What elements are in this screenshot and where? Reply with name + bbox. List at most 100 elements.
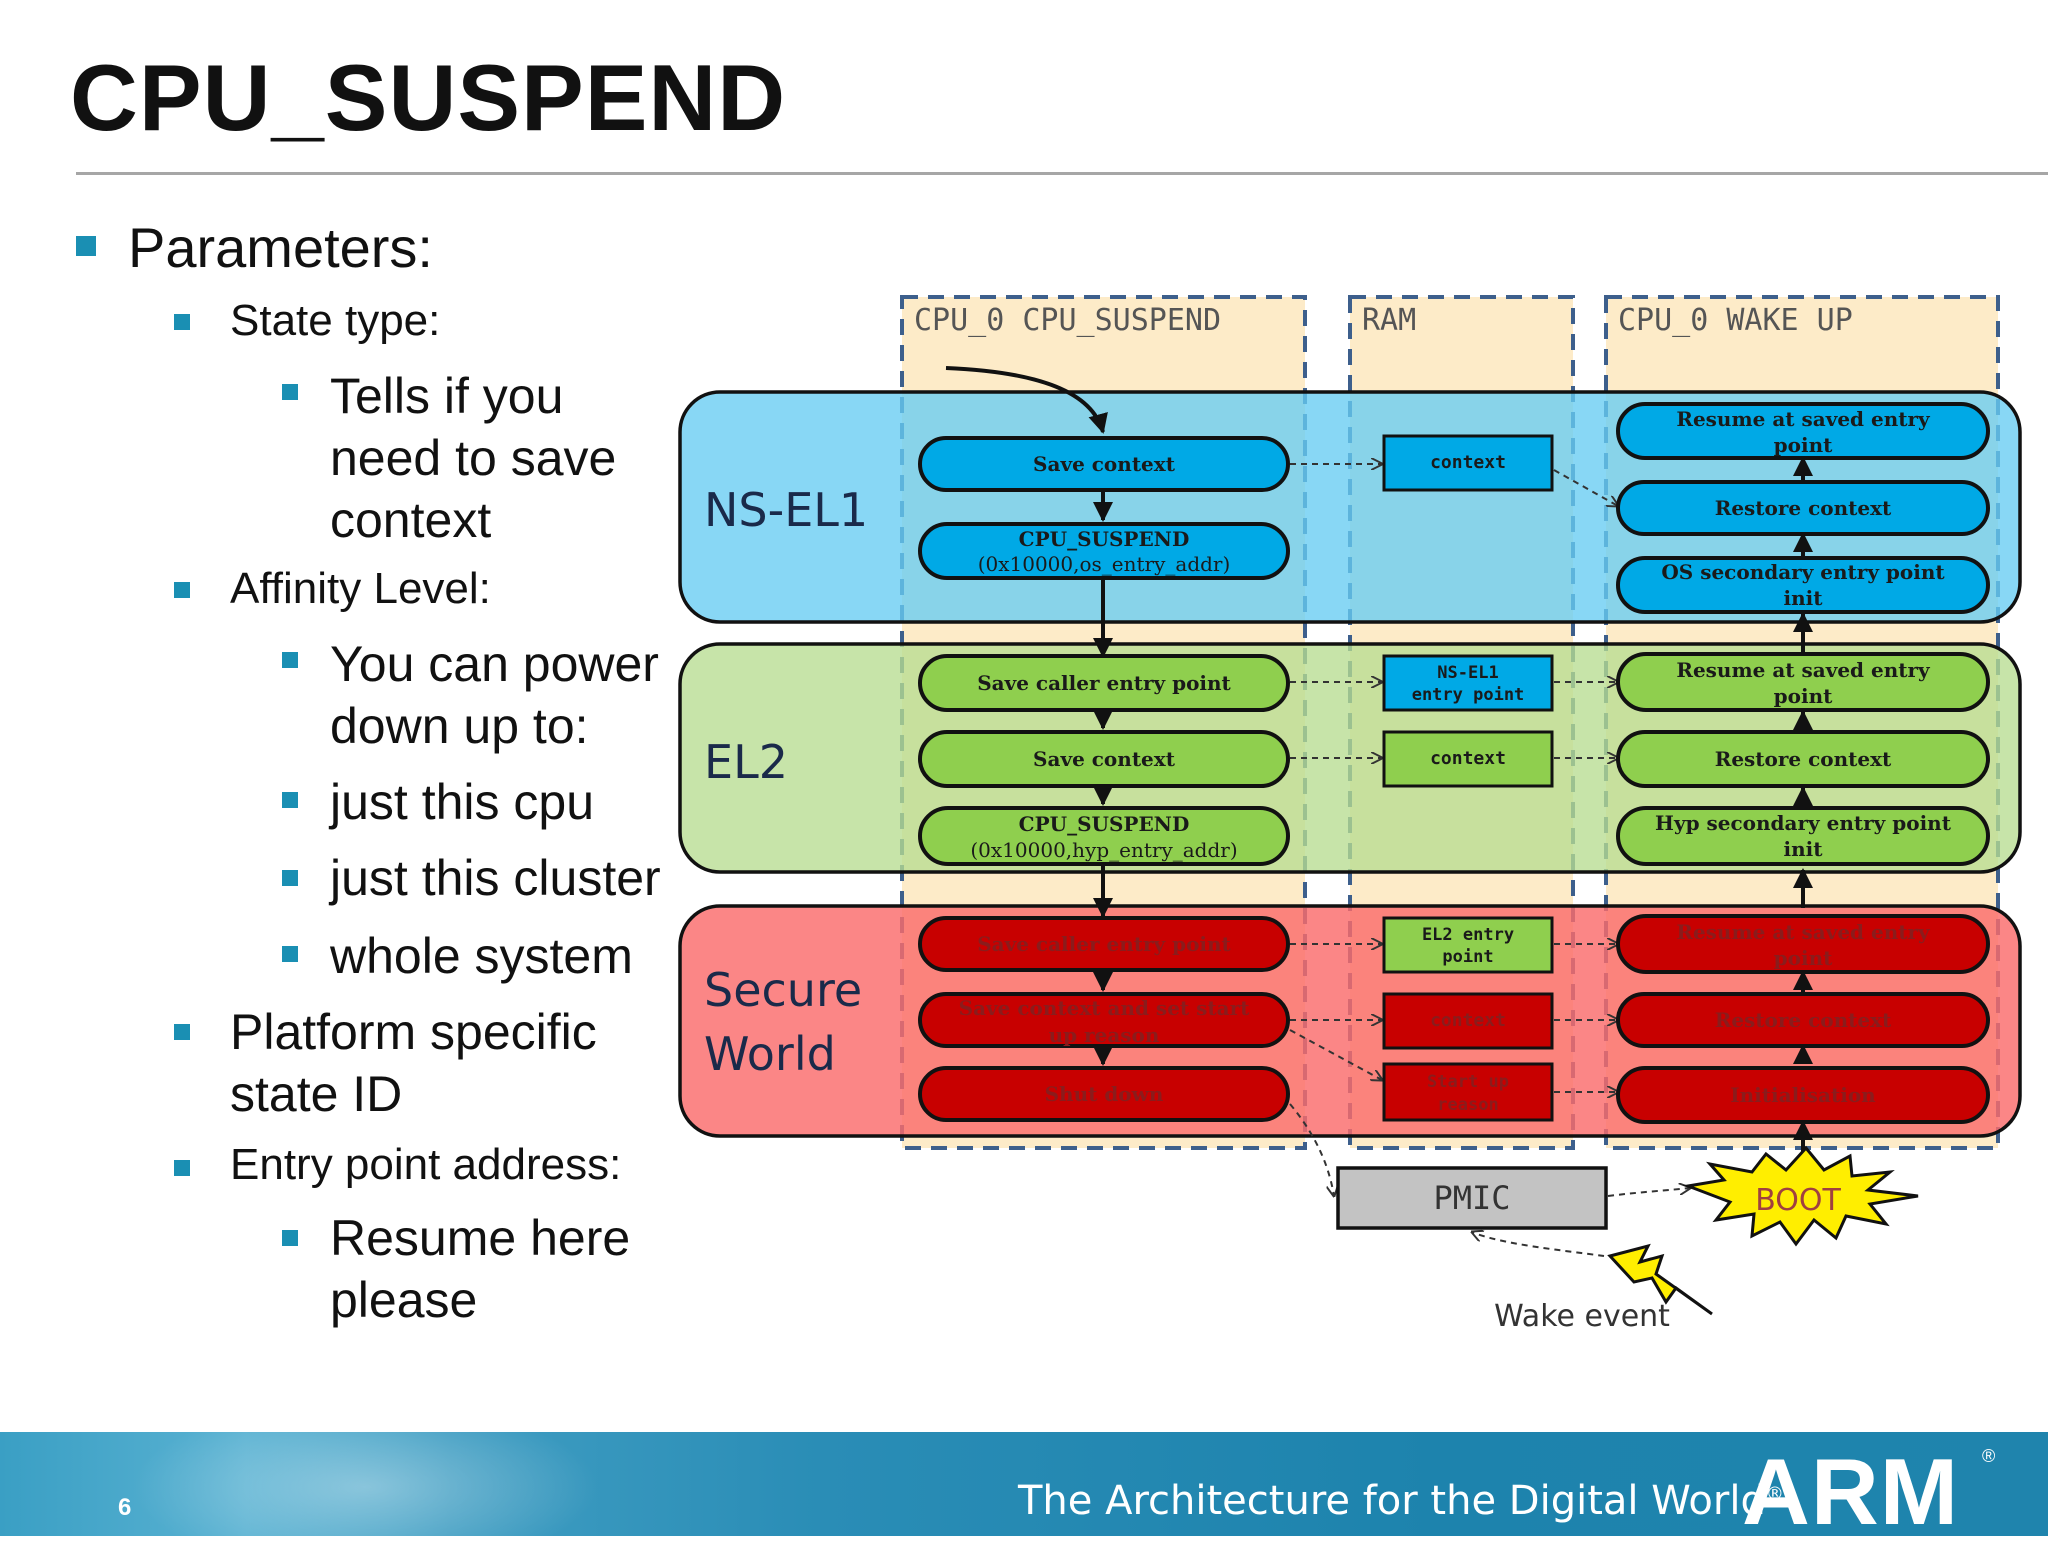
band-label-ns-el1: NS-EL1	[704, 483, 868, 537]
wake-step-label: Initialisation	[1730, 1083, 1876, 1107]
wake-steps-secure: Resume at saved entry point Restore cont…	[1616, 914, 1990, 1124]
bullet-affinity-desc-1: You can power	[330, 636, 659, 692]
suspend-step-label: (0x10000,os_entry_addr)	[978, 552, 1231, 576]
suspend-step	[918, 436, 1290, 492]
suspend-step-label: Save caller entry point	[977, 671, 1231, 695]
footer-swoosh	[130, 1432, 600, 1536]
suspend-step	[918, 806, 1290, 866]
pmic-box	[1336, 1166, 1608, 1230]
wake-step	[1616, 480, 1990, 536]
wake-step-label: init	[1784, 837, 1824, 861]
wake-step	[1616, 806, 1990, 866]
ram-box-label: entry point	[1412, 685, 1525, 705]
ram-box-label: context	[1430, 1010, 1506, 1031]
ram-box	[1382, 916, 1554, 974]
registered-mark: ®	[1765, 1483, 1784, 1505]
bullet-marker	[174, 314, 190, 330]
suspend-step-label: Save context	[1033, 747, 1176, 771]
column-label-cpu-wake: CPU_0 WAKE UP	[1618, 303, 1853, 338]
entry-arrow	[945, 366, 1108, 434]
wake-step	[1616, 556, 1990, 614]
ram-box-label: EL2 entry	[1422, 925, 1514, 945]
column-label-cpu-suspend: CPU_0 CPU_SUSPEND	[914, 303, 1221, 338]
bullet-state-type-desc-2: need to save	[330, 430, 617, 486]
bullet-marker	[282, 384, 298, 400]
ram-box	[1382, 730, 1554, 788]
wake-step	[1616, 402, 1990, 460]
suspend-steps-secure: Save caller entry point Save context and…	[918, 916, 1290, 1122]
suspend-step-label: Save context and set start	[959, 996, 1250, 1020]
wake-step-label: point	[1774, 433, 1833, 457]
suspend-steps-el2: Save caller entry point Save context CPU…	[918, 654, 1290, 866]
ram-box-label: NS-EL1	[1437, 663, 1498, 683]
wake-step	[1616, 992, 1990, 1048]
bullet-affinity-level: Affinity Level:	[230, 564, 491, 613]
wake-step-label: point	[1774, 946, 1833, 970]
wake-step-label: Resume at saved entry	[1676, 407, 1931, 431]
suspend-step	[918, 730, 1290, 788]
ram-box-label: reason	[1437, 1095, 1498, 1115]
bullet-marker	[282, 946, 298, 962]
bullet-affinity-option-cpu: just this cpu	[330, 774, 595, 830]
bullet-list: Parameters: State type: Tells if you nee…	[0, 0, 700, 1420]
bullet-affinity-option-system: whole system	[330, 928, 633, 984]
bullet-state-type-desc-3: context	[330, 492, 492, 548]
cpu-suspend-flow-diagram: CPU_0 CPU_SUSPEND RAM CPU_0 WAKE UP NS-E…	[678, 295, 2022, 1334]
ram-box-label: Start up	[1427, 1072, 1509, 1092]
bullet-entry-point-desc-1: Resume here	[330, 1210, 631, 1266]
slide-title: CPU_SUSPEND	[70, 45, 787, 150]
suspend-step-label: CPU_SUSPEND	[1019, 812, 1190, 836]
suspend-step	[918, 654, 1290, 712]
wake-step-label: OS secondary entry point	[1661, 560, 1945, 584]
suspend-step-label: Save caller entry point	[977, 932, 1231, 956]
bullet-affinity-option-cluster: just this cluster	[330, 850, 661, 906]
dashed-connectors	[1289, 464, 1690, 1257]
wake-step	[1616, 652, 1990, 712]
wake-step-label: Resume at saved entry	[1676, 658, 1931, 682]
band-label-secure-1: Secure	[704, 963, 862, 1017]
suspend-step-label: (0x10000,hyp_entry_addr)	[970, 838, 1237, 862]
wake-step-label: point	[1774, 684, 1833, 708]
bullet-marker	[282, 652, 298, 668]
footer-bar	[0, 1432, 2048, 1536]
suspend-step	[918, 1066, 1290, 1122]
bullet-marker	[282, 792, 298, 808]
suspend-step-label: CPU_SUSPEND	[1019, 527, 1190, 551]
suspend-step	[918, 916, 1290, 972]
ram-box	[1382, 1062, 1554, 1122]
wake-event-label: Wake event	[1494, 1299, 1670, 1334]
ram-box	[1382, 434, 1554, 492]
ram-box-label: context	[1430, 748, 1506, 769]
wake-step-label: Restore context	[1715, 1008, 1892, 1032]
wake-step	[1616, 730, 1990, 788]
bullet-marker	[174, 582, 190, 598]
title-divider	[76, 172, 2048, 175]
ram-boxes: context NS-EL1 entry point context EL2 e…	[1382, 434, 1554, 1122]
wake-step-label: Restore context	[1715, 747, 1892, 771]
suspend-step-label: Save context	[1033, 452, 1176, 476]
wake-steps-ns-el1: Resume at saved entry point Restore cont…	[1616, 402, 1990, 614]
bullet-marker	[174, 1024, 190, 1040]
boot-starburst	[1682, 1145, 1919, 1247]
wake-step-label: Resume at saved entry	[1676, 920, 1931, 944]
bullet-platform-state-2: state ID	[230, 1066, 403, 1122]
suspend-step	[918, 992, 1290, 1048]
bullet-parameters: Parameters:	[128, 216, 433, 279]
column-label-ram: RAM	[1362, 303, 1416, 338]
wake-step-label: Restore context	[1715, 496, 1892, 520]
page-number: 6	[118, 1494, 132, 1521]
bullet-state-type-desc-1: Tells if you	[330, 368, 564, 424]
suspend-step-label: up reason	[1049, 1023, 1160, 1047]
bullet-affinity-desc-2: down up to:	[330, 698, 589, 754]
band-label-secure-2: World	[704, 1027, 836, 1081]
lightning-bolt-icon	[1607, 1243, 1713, 1316]
bullet-marker	[76, 236, 96, 256]
ram-box	[1382, 654, 1554, 712]
bullet-marker	[174, 1160, 190, 1176]
boot-label: BOOT	[1755, 1183, 1841, 1218]
footer-tagline: The Architecture for the Digital World®	[1018, 1478, 1784, 1524]
bullet-marker	[282, 1230, 298, 1246]
bullet-state-type: State type:	[230, 296, 441, 345]
wake-step-label: init	[1784, 586, 1824, 610]
suspend-steps-ns-el1: Save context CPU_SUSPEND (0x10000,os_ent…	[918, 436, 1290, 580]
